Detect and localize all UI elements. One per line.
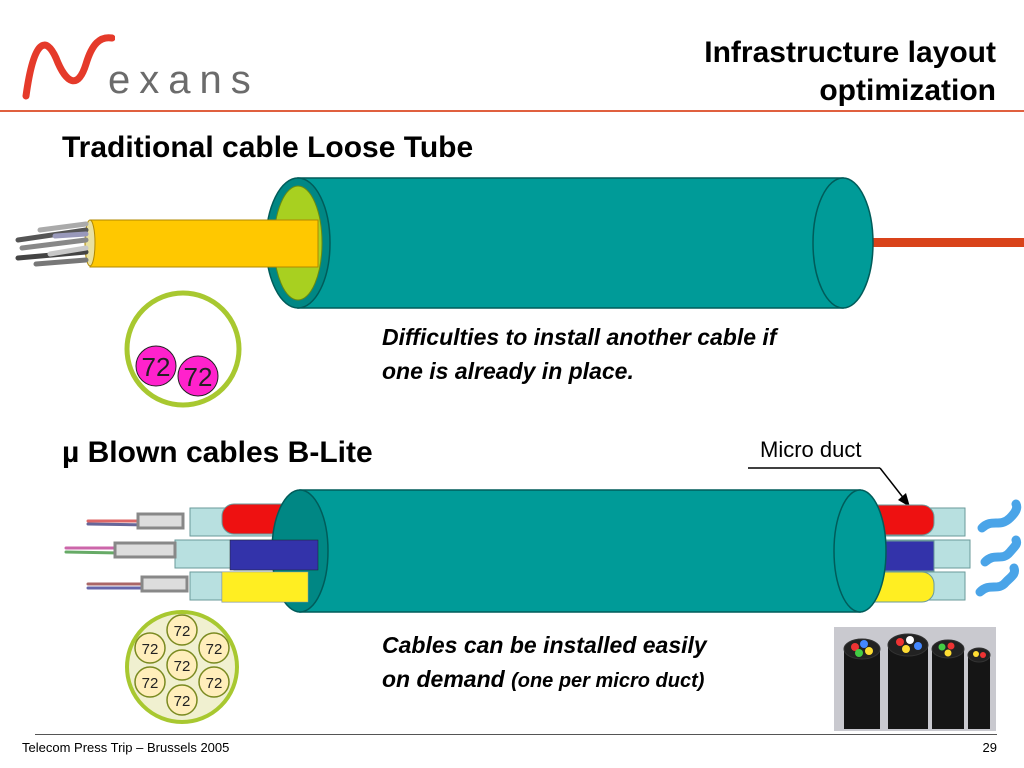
cable-exit	[860, 238, 1024, 247]
description-line-2: one is already in place.	[382, 358, 634, 384]
logo-wordmark: exans	[108, 58, 260, 102]
duct-end-right	[812, 177, 874, 309]
page-number: 29	[982, 740, 997, 755]
nexans-n-logo-icon	[22, 34, 115, 100]
tube-label: 72	[174, 693, 191, 710]
duct-body	[299, 489, 861, 613]
footer-divider	[35, 734, 997, 735]
tube-label: 72	[184, 362, 213, 392]
title-line-1: Infrastructure layout	[704, 36, 996, 69]
tube-label: 72	[142, 352, 171, 382]
description-line-1: Cables can be installed easily	[382, 632, 707, 658]
micro-duct-photo	[834, 627, 996, 731]
traditional-description: Difficulties to install another cable if…	[382, 320, 776, 388]
description-note: (one per micro duct)	[511, 670, 705, 692]
header-divider	[0, 110, 1024, 112]
tube-label: 72	[174, 658, 191, 675]
loose-tube-cable-illustration	[15, 177, 1024, 309]
left-fibers	[64, 512, 189, 593]
tube-label: 72	[206, 641, 223, 658]
tube-label: 72	[142, 675, 159, 692]
footer-event-text: Telecom Press Trip – Brussels 2005	[22, 740, 230, 755]
tube-label: 72	[174, 623, 191, 640]
tube-label: 72	[142, 641, 159, 658]
fiber-bundle	[15, 221, 89, 267]
blown-description: Cables can be installed easily on demand…	[382, 628, 707, 698]
title-line-2: optimization	[819, 74, 996, 107]
description-line-2: on demand (one per micro duct)	[382, 662, 707, 698]
description-main: on demand	[382, 666, 505, 692]
yellow-cable	[89, 219, 319, 268]
right-empty-micro-ducts	[975, 499, 1022, 597]
loose-tube-cross-section: 72 72	[124, 290, 242, 408]
micro-duct-cable-illustration	[64, 489, 1022, 613]
section-heading-blown: µ Blown cables B-Lite	[62, 436, 373, 469]
duct-body	[297, 177, 844, 309]
page-title: Infrastructure layout optimization	[704, 34, 996, 110]
callout-arrow	[748, 467, 910, 507]
tube-label: 72	[206, 675, 223, 692]
section-heading-traditional: Traditional cable Loose Tube	[62, 131, 474, 164]
description-line-1: Difficulties to install another cable if	[382, 324, 777, 350]
micro-duct-callout: Micro duct	[760, 437, 862, 462]
micro-duct-cross-section: 72 72 72 72 72 72 72	[125, 610, 239, 724]
